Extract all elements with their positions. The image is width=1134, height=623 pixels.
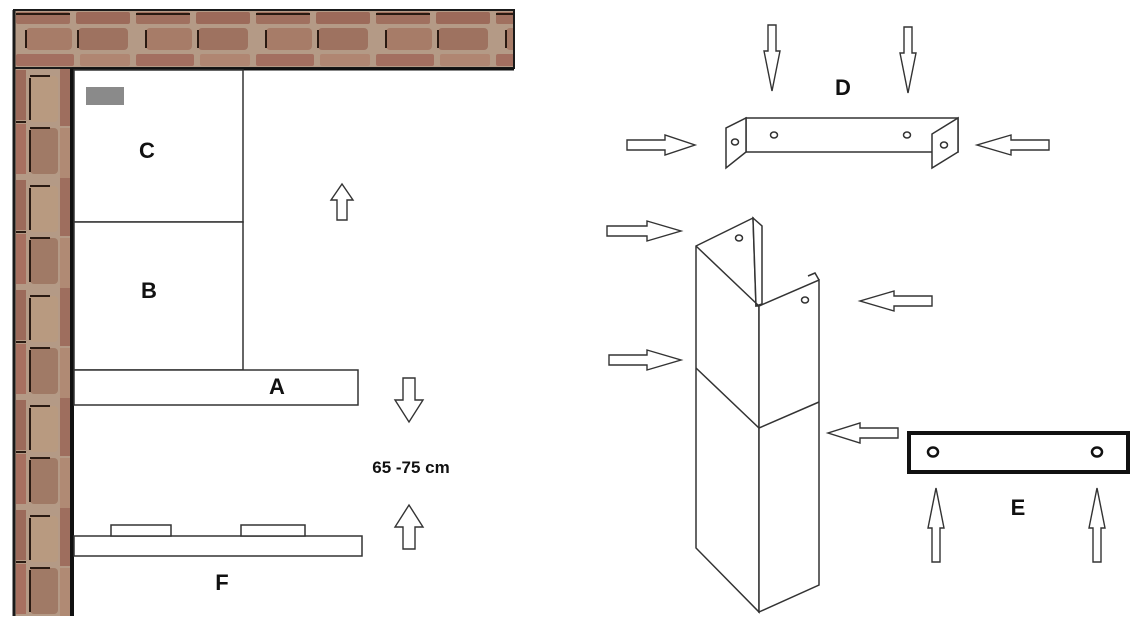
indicator-block: [86, 87, 124, 105]
hood-a: [73, 369, 359, 406]
arrow-down-icon: [393, 377, 425, 424]
burner-1: [110, 524, 172, 537]
label-e: E: [1010, 495, 1026, 520]
arrow-up-icon: [927, 487, 945, 563]
arrow-right-icon: [626, 134, 698, 156]
chimney-lower-b: [73, 221, 244, 371]
arrow-left-icon: [825, 422, 899, 444]
arrow-up-icon: [1088, 487, 1106, 563]
chimney-cover: [73, 69, 244, 371]
mounting-plate-e: [907, 431, 1130, 474]
chimney-upper-c: [73, 69, 244, 223]
arrow-up-icon: [329, 182, 355, 221]
brick-wall: [12, 9, 515, 616]
label-f: F: [215, 570, 229, 595]
brick-wall-side: [14, 68, 72, 616]
arrow-right-icon: [608, 349, 684, 371]
arrow-right-icon: [606, 220, 684, 242]
chimney-column: [695, 216, 820, 614]
burner-2: [240, 524, 306, 537]
brick-ceiling: [14, 10, 514, 68]
arrow-down-icon: [899, 26, 917, 94]
arrow-up-icon: [393, 503, 425, 550]
label-d: D: [835, 75, 851, 100]
cooktop-f: [73, 524, 363, 557]
dimension-label: 65 -75 cm: [372, 458, 450, 477]
bracket-d: [725, 116, 959, 170]
arrow-left-icon: [974, 134, 1050, 156]
arrow-down-icon: [763, 24, 781, 92]
arrow-left-icon: [857, 290, 933, 312]
label-c: C: [139, 138, 155, 163]
label-a: A: [269, 374, 285, 399]
label-b: B: [141, 278, 157, 303]
